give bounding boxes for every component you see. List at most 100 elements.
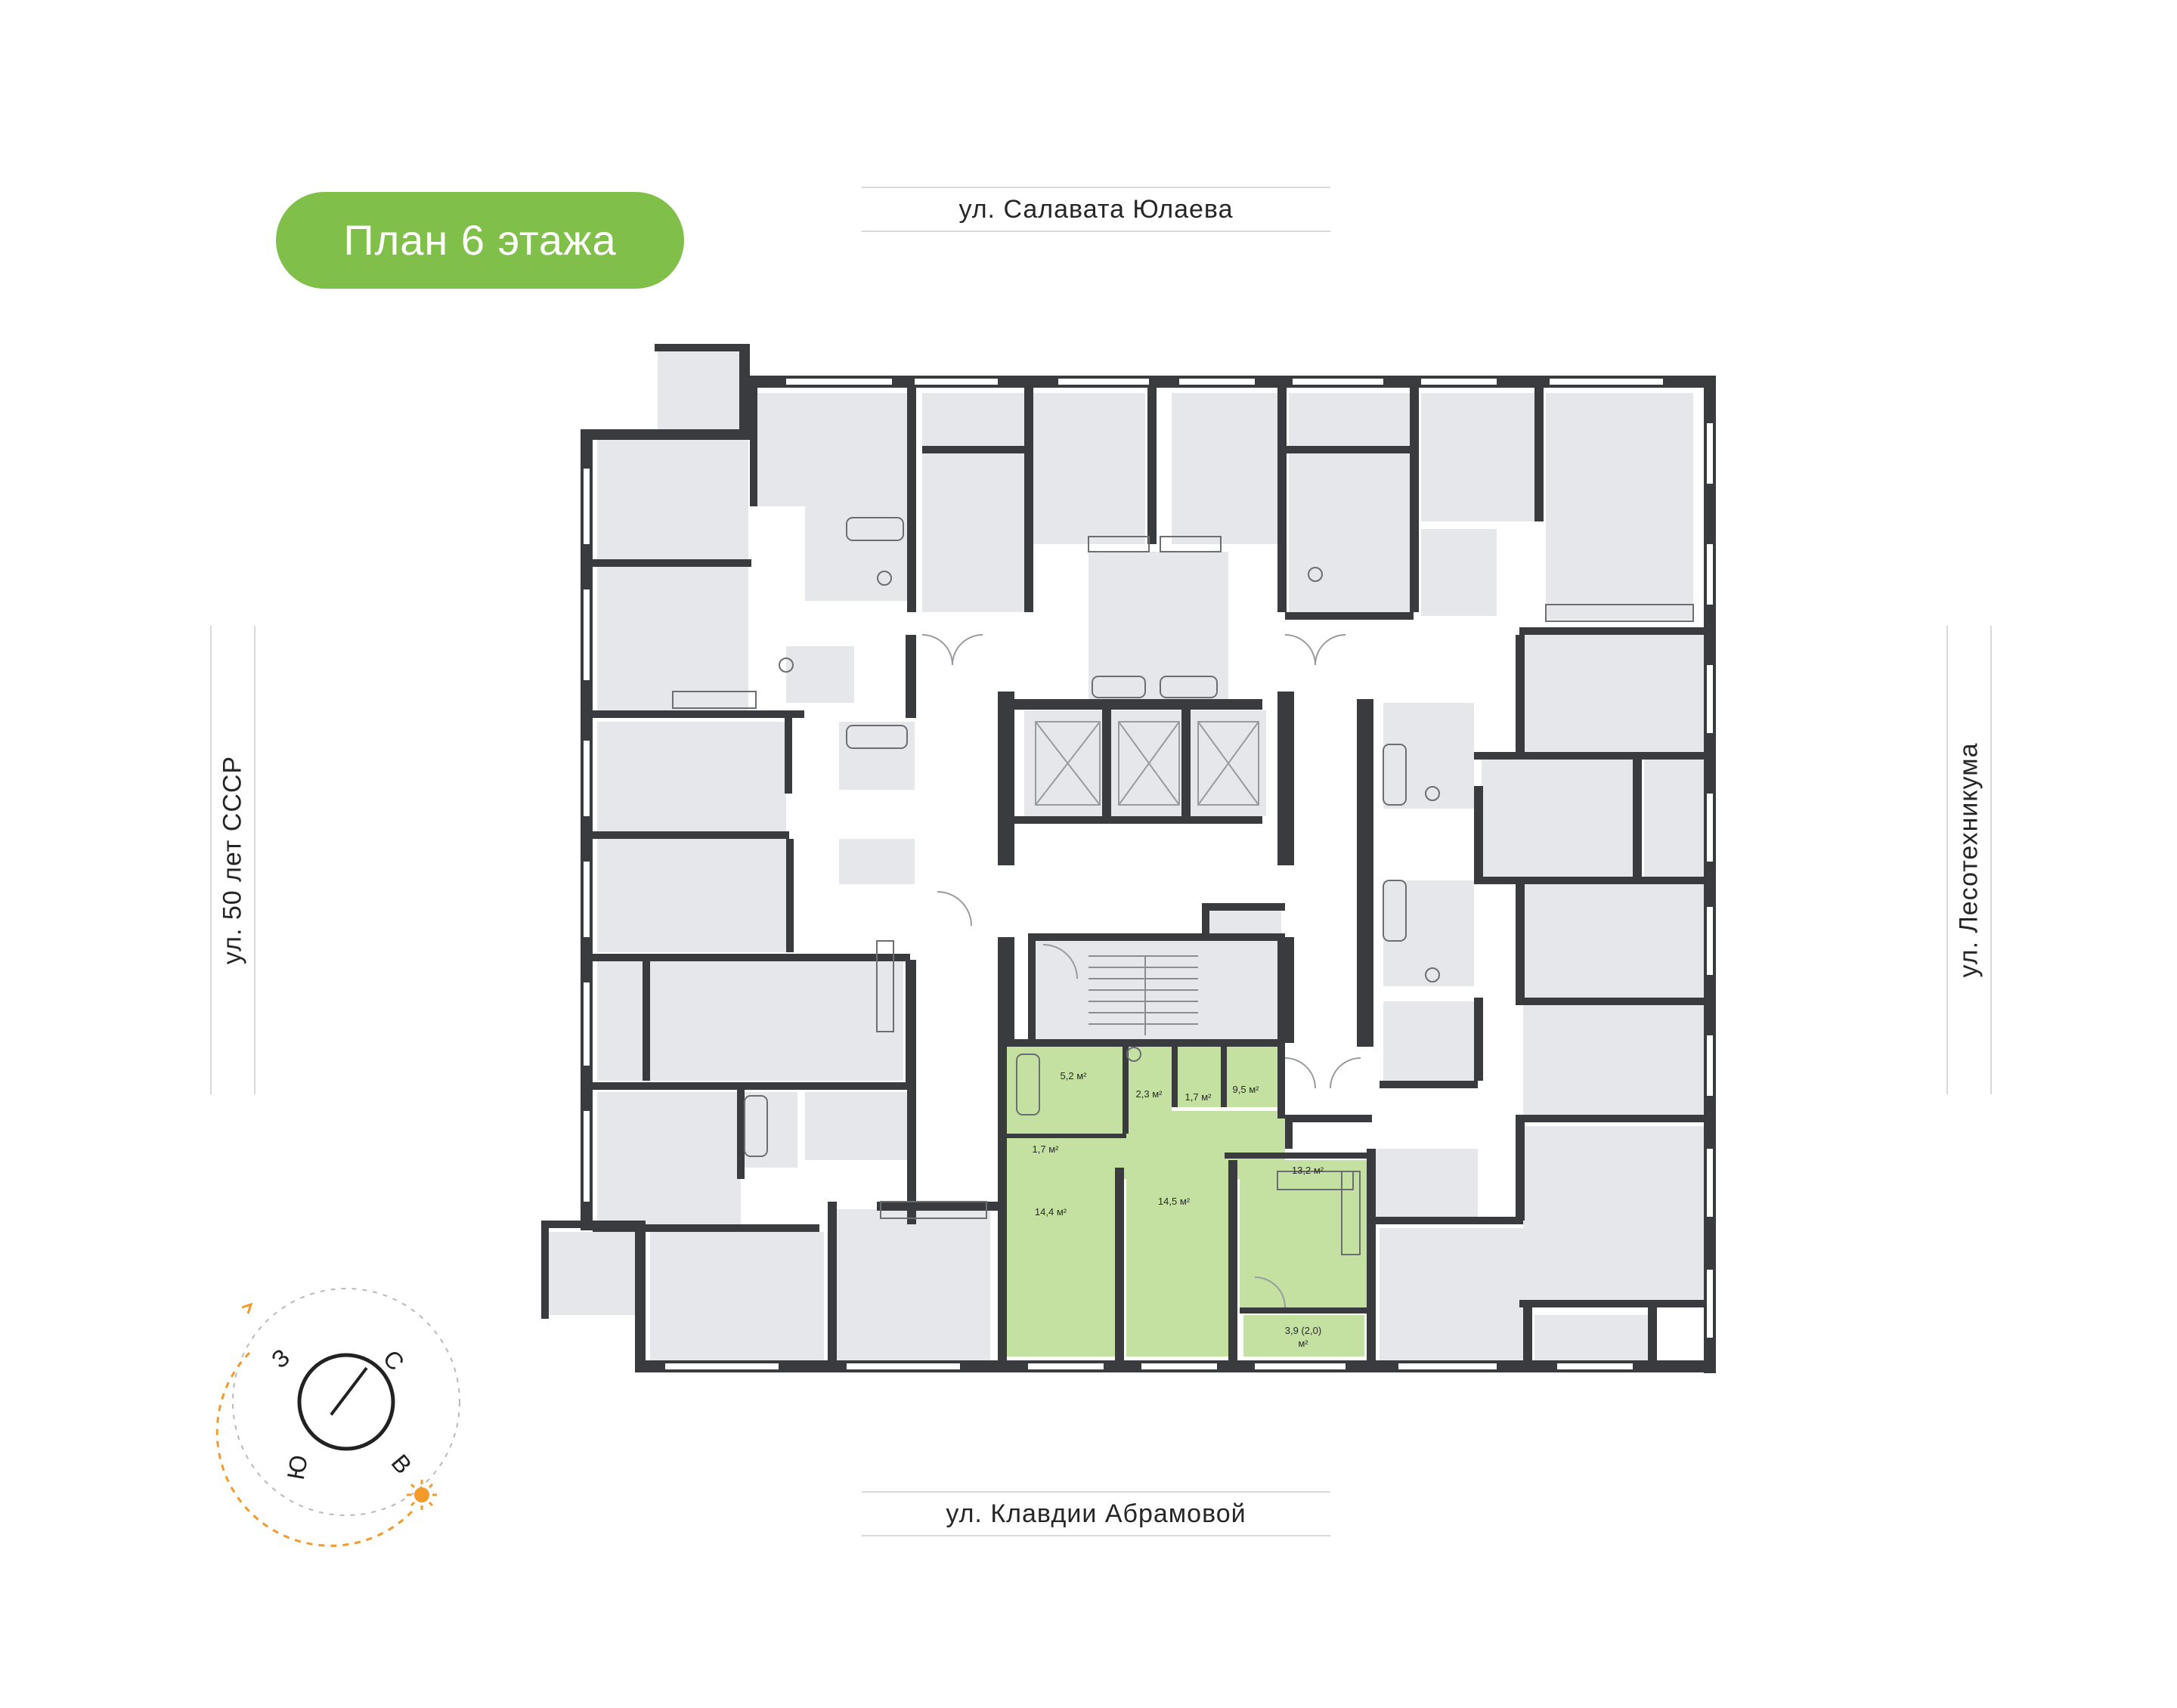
apartment-wall [1367,1149,1376,1368]
bathtub [1160,676,1218,698]
kitchen-counter [1341,1171,1361,1255]
room [1383,1001,1474,1085]
room [741,1092,797,1168]
apartment-wall [1123,1047,1129,1134]
doors [921,634,1361,1308]
room [650,960,903,1081]
bathtub [1016,1054,1040,1115]
bathtub [846,725,908,749]
core-wall [1102,707,1111,816]
wall [1474,786,1483,884]
wall [1516,1115,1708,1122]
sun-icon [407,1480,437,1510]
kitchen-counter [1277,1171,1354,1190]
room-area-label: 5,2 м² [1061,1070,1088,1081]
room [1546,393,1693,620]
toilet [877,571,892,586]
room [1032,393,1145,544]
core-wall [998,692,1014,865]
wall [785,718,792,794]
wall [1372,1217,1523,1224]
wall [655,344,750,351]
kitchen-counter [876,940,894,1032]
toilet [1126,1047,1141,1062]
kitchen-counter [1545,604,1694,622]
apartment-wall [1228,1160,1237,1360]
apartment-wall [998,1043,1007,1360]
apartment-labels: 5,2 м² 2,3 м² 1,7 м² 9,5 м² 1,7 м² 13,2 … [1033,1070,1324,1349]
door [937,891,972,927]
apartment-wall [1285,1115,1372,1122]
core-wall [998,937,1014,1043]
room [922,453,1024,612]
stairs [1088,955,1198,1035]
apartment-wall [1221,1047,1227,1107]
windows [584,379,1713,1369]
wall [593,1224,819,1232]
room [1644,760,1705,877]
wall [1474,998,1483,1081]
room [1088,552,1228,703]
wall [581,429,748,440]
core-wall [1277,937,1294,1043]
room [1172,393,1277,544]
apartment-room-closet [1175,1047,1221,1107]
room [597,722,786,831]
wall [907,385,916,612]
toilet [1425,786,1440,801]
wall [1534,385,1544,521]
room-area-label: 14,4 м² [1035,1206,1067,1218]
wall [1277,385,1287,612]
core-wall [1028,933,1285,941]
street-right-label: ул. Лесотехникума [1946,626,1992,1094]
core-wall [1028,937,1036,1043]
wall [750,385,757,506]
fixtures [672,517,1694,1255]
room [839,722,915,790]
room-area-unit: м² [1298,1338,1308,1349]
room [597,438,748,559]
elevator-crosses [1035,721,1259,806]
wall [906,635,916,718]
room [597,567,748,710]
wall [1024,385,1033,612]
door [1284,634,1316,666]
room [1523,1126,1705,1300]
room [1380,1228,1523,1360]
wall [1633,760,1642,877]
room [1206,907,1281,937]
room-area-label: 14,5 м² [1158,1196,1191,1207]
street-top-label: ул. Салавата Юлаева [862,187,1330,232]
room-area-label: 2,3 м² [1136,1088,1163,1100]
room [756,393,907,506]
core-wall [1357,699,1373,1047]
apartment-wall [1005,1134,1126,1138]
room [1523,884,1705,998]
wall [786,839,794,952]
compass-east: В [386,1449,417,1478]
apartment-hall [1005,1111,1285,1179]
room-area-label: 3,9 (2,0) [1285,1325,1321,1336]
wall [1516,884,1525,1005]
room [1482,760,1633,877]
room-area-label: 9,5 м² [1233,1084,1260,1095]
apartment-room-hall [1225,1047,1281,1107]
room [1523,1005,1705,1115]
wall [737,1088,745,1179]
wall [1285,446,1414,453]
room-area-label: 13,2 м² [1292,1165,1324,1176]
apartment-room-bedroom-2 [1126,1175,1228,1357]
core-wall [1181,707,1191,816]
wall [593,559,751,567]
toilet [1308,567,1323,582]
room [786,646,854,703]
wall [1474,752,1708,760]
room [1372,1149,1478,1221]
wall [906,960,916,1088]
room-area-label: 1,7 м² [1185,1091,1212,1103]
room [922,393,1024,446]
wall-outer-right [1704,376,1716,1373]
rooms-group [544,348,1705,1360]
door [1284,1057,1316,1089]
